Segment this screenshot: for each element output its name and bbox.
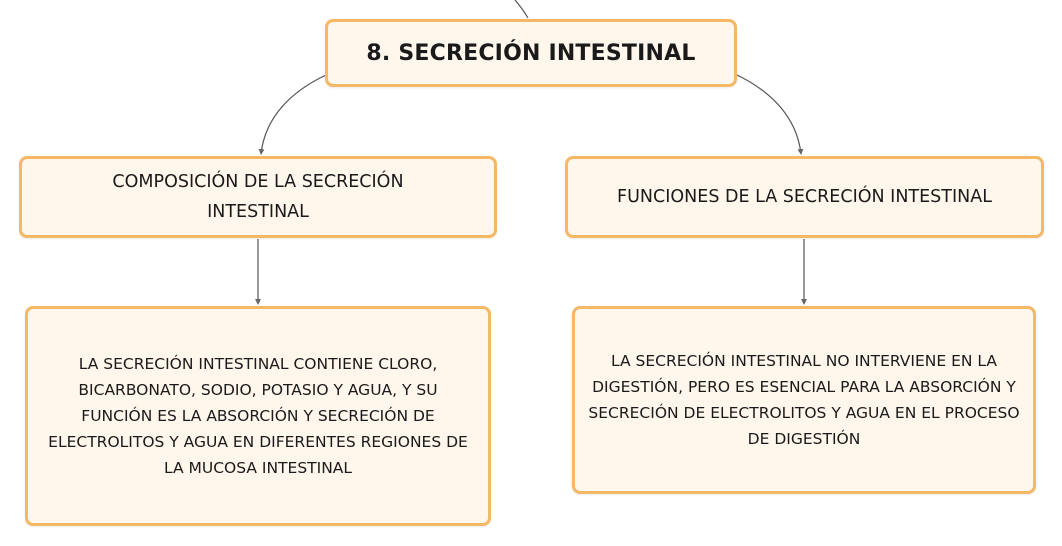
functions-node-label: FUNCIONES DE LA SECRECIÓN INTESTINAL [617,187,992,207]
composition-detail-node[interactable]: LA SECRECIÓN INTESTINAL CONTIENE CLORO, … [25,306,491,526]
functions-detail-text: LA SECRECIÓN INTESTINAL NO INTERVIENE EN… [588,352,1020,448]
composition-node[interactable]: COMPOSICIÓN DE LA SECRECIÓN INTESTINAL [19,156,497,238]
connector-from-parent [514,0,529,19]
composition-detail-text: LA SECRECIÓN INTESTINAL CONTIENE CLORO, … [48,355,468,477]
functions-detail-node[interactable]: LA SECRECIÓN INTESTINAL NO INTERVIENE EN… [572,306,1036,494]
composition-node-label: COMPOSICIÓN DE LA SECRECIÓN INTESTINAL [112,172,404,222]
connector-root-to-composition [258,74,327,155]
functions-node[interactable]: FUNCIONES DE LA SECRECIÓN INTESTINAL [565,156,1044,238]
root-node-label: 8. SECRECIÓN INTESTINAL [366,40,696,66]
connector-root-to-functions [736,74,804,155]
root-node[interactable]: 8. SECRECIÓN INTESTINAL [325,19,737,87]
